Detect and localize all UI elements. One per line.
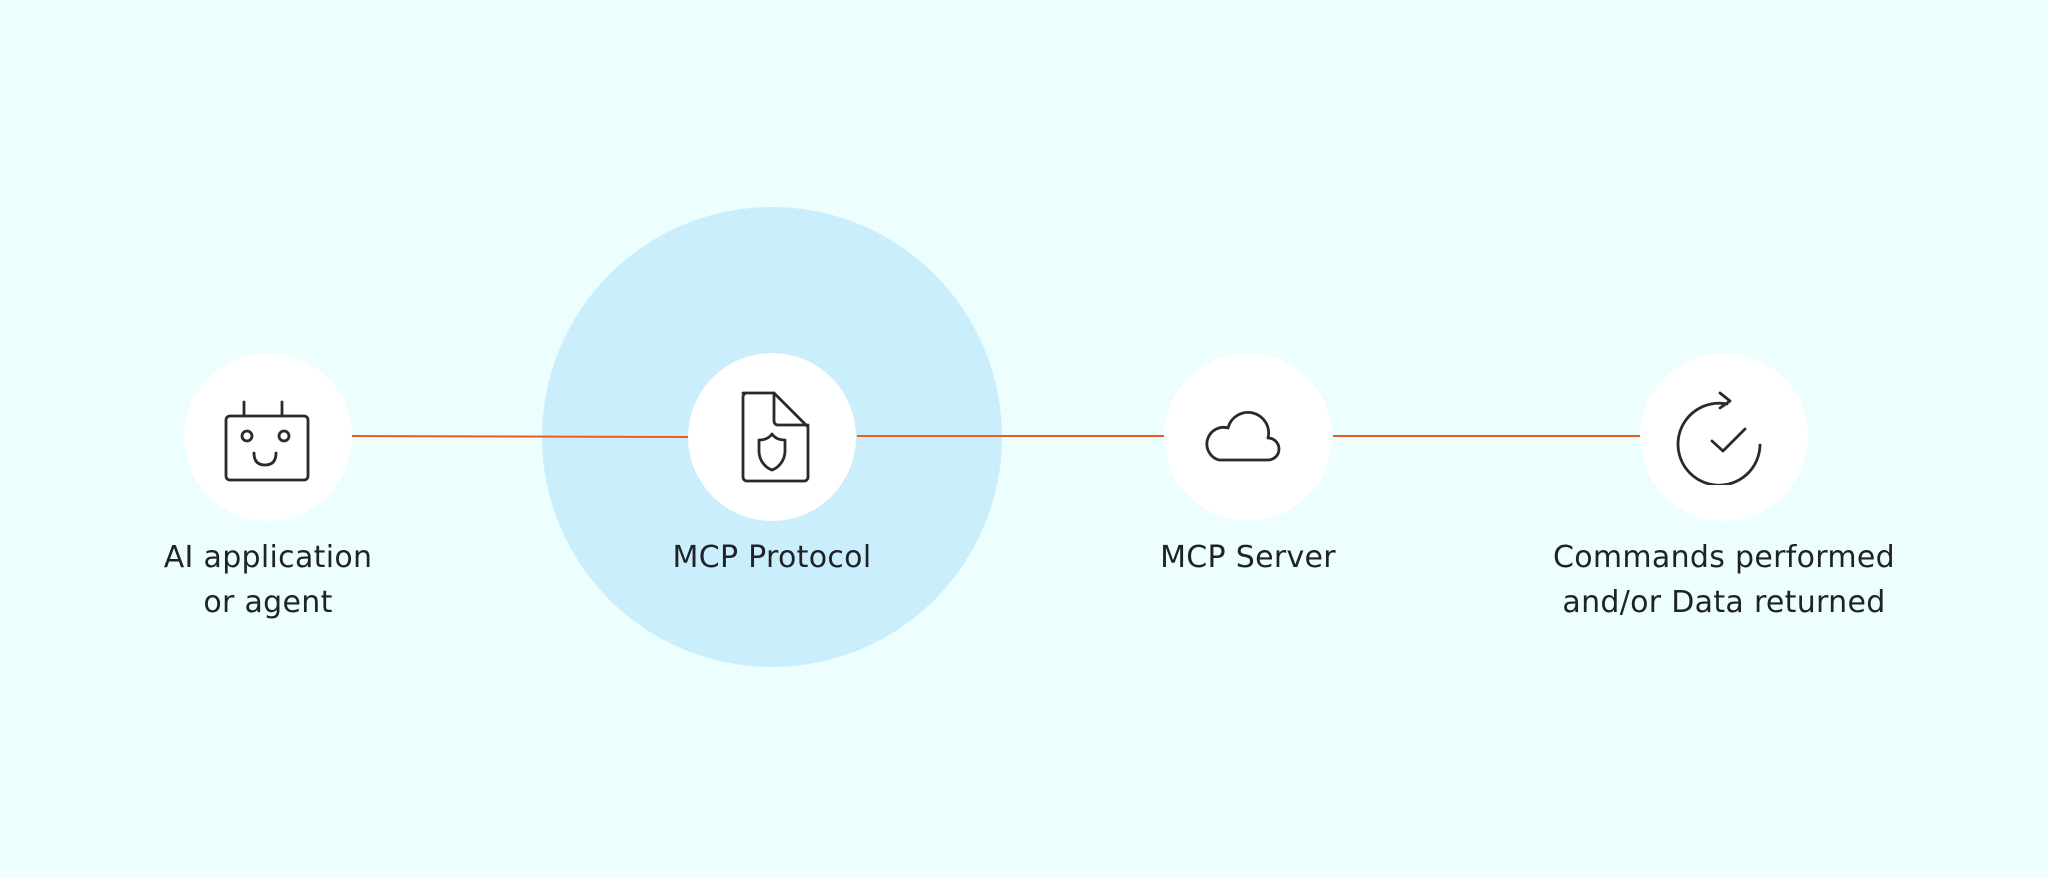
secure-document-icon bbox=[724, 389, 820, 485]
node-ai-application bbox=[184, 353, 352, 521]
node-result bbox=[1640, 353, 1808, 521]
edge-ai-to-protocol bbox=[350, 435, 690, 438]
node-mcp-server bbox=[1164, 353, 1332, 521]
label-line: or agent bbox=[203, 585, 333, 620]
refresh-check-icon bbox=[1676, 389, 1772, 485]
node-label-mcp-protocol: MCP Protocol bbox=[572, 535, 972, 580]
label-line: and/or Data returned bbox=[1562, 585, 1886, 620]
label-line: Commands performed bbox=[1552, 540, 1896, 575]
node-label-ai-application: AI application or agent bbox=[68, 535, 468, 625]
node-label-result: Commands performed and/or Data returned bbox=[1524, 535, 1924, 625]
label-line: MCP Protocol bbox=[672, 540, 872, 575]
cloud-icon bbox=[1200, 389, 1296, 485]
label-line: MCP Server bbox=[1160, 540, 1336, 575]
node-mcp-protocol bbox=[688, 353, 856, 521]
label-line: AI application bbox=[163, 540, 373, 575]
node-label-mcp-server: MCP Server bbox=[1048, 535, 1448, 580]
robot-icon bbox=[220, 389, 316, 485]
